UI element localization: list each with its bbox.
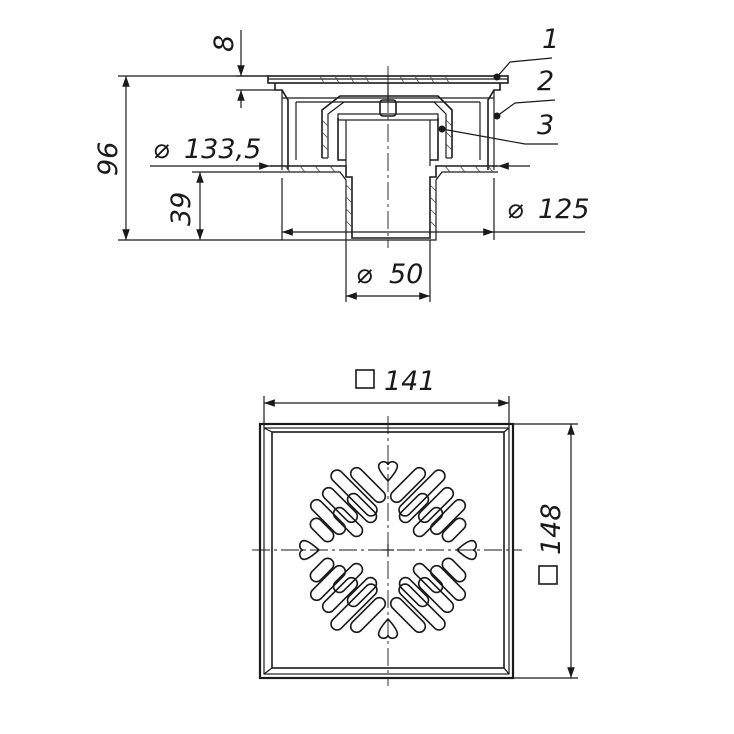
dimension-height: 148 [513,423,578,679]
dimension-top-height: 8 [209,30,275,108]
dim-flange-diameter-symbol: ⌀ [153,134,170,165]
dim-width-text: 141 [384,366,436,397]
dimension-body-diameter: ⌀ 125 [281,178,590,240]
dim-body-diameter-symbol: ⌀ [507,194,524,225]
part-leaders [438,57,558,145]
dimension-total-height: 96 [93,75,346,241]
siphon-cup [321,83,453,166]
square-symbol-icon [355,369,375,389]
drain-body [270,165,498,241]
dimension-lower-height: 39 [166,171,270,240]
dim-outlet-diameter-symbol: ⌀ [356,259,373,290]
dim-total-height-text: 96 [93,142,124,176]
dim-height-text: 148 [536,503,567,555]
dim-top-height-text: 8 [209,35,240,52]
dimension-width: 141 [263,366,510,428]
dimension-outlet-diameter: ⌀ 50 [345,240,431,302]
dimension-flange-diameter: ⌀ 133,5 [150,134,530,170]
part-label-1: 1 [542,24,559,55]
dim-body-diameter-text: 125 [538,194,590,225]
dim-lower-height-text: 39 [166,192,197,226]
part-label-2: 2 [537,66,554,97]
dim-flange-diameter-text: 133,5 [184,134,261,165]
top-view: 141 148 [252,366,578,686]
drain-slots [298,460,478,640]
dim-outlet-diameter-text: 50 [389,259,423,290]
square-symbol-icon [538,565,558,585]
frame-outline [258,422,515,680]
side-view: 1 2 3 96 8 39 ⌀ 133,5 [93,24,590,302]
part-label-3: 3 [537,110,554,141]
